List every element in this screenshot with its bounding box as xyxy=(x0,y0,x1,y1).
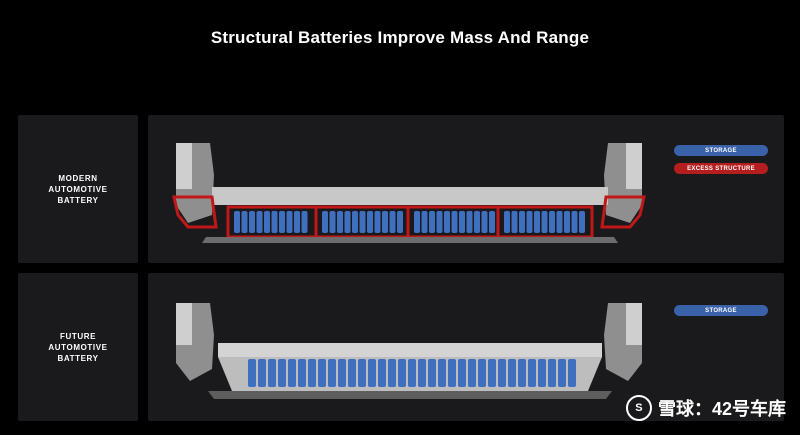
battery-cell xyxy=(468,359,476,387)
battery-cell xyxy=(428,359,436,387)
label-line: AUTOMOTIVE xyxy=(48,342,108,352)
battery-cell xyxy=(579,211,585,233)
battery-cell xyxy=(438,359,446,387)
watermark: S 雪球：42号车库 xyxy=(625,395,786,421)
battery-cell xyxy=(541,211,548,233)
battery-cell xyxy=(278,359,286,387)
future-battery-diagram: STORAGE xyxy=(148,273,784,421)
battery-cell xyxy=(448,359,456,387)
battery-cell xyxy=(359,211,366,233)
battery-cell xyxy=(329,211,336,233)
battery-cell xyxy=(458,359,466,387)
battery-cell xyxy=(556,211,563,233)
battery-cell xyxy=(268,359,276,387)
battery-cell xyxy=(256,211,263,233)
battery-cell xyxy=(378,359,386,387)
watermark-text: 雪球：42号车库 xyxy=(657,399,786,419)
battery-cell xyxy=(518,359,526,387)
battery-cell xyxy=(564,211,570,233)
battery-cell xyxy=(429,211,435,233)
battery-cell xyxy=(248,359,256,387)
battery-cell xyxy=(344,211,351,233)
battery-cell xyxy=(337,211,343,233)
battery-cell xyxy=(478,359,486,387)
row-label-modern: MODERN AUTOMOTIVE BATTERY xyxy=(18,115,138,263)
battery-cell xyxy=(258,359,266,387)
future-battery-cross-section xyxy=(176,303,642,399)
battery-cell xyxy=(481,211,488,233)
label-line: MODERN xyxy=(58,173,98,183)
battery-cell xyxy=(328,359,336,387)
battery-cell xyxy=(534,211,540,233)
battery-cell xyxy=(288,359,296,387)
battery-cell xyxy=(466,211,473,233)
battery-cell xyxy=(504,211,510,233)
battery-cell xyxy=(444,211,450,233)
battery-cell xyxy=(367,211,373,233)
legend-storage: STORAGE xyxy=(674,305,768,316)
battery-cell xyxy=(421,211,428,233)
battery-cell xyxy=(508,359,516,387)
battery-cell xyxy=(294,211,300,233)
battery-cell xyxy=(382,211,388,233)
battery-cell xyxy=(571,211,578,233)
battery-cell xyxy=(318,359,326,387)
battery-cell xyxy=(398,359,406,387)
legend-storage-text: STORAGE xyxy=(705,147,737,154)
battery-cell xyxy=(519,211,525,233)
battery-cell xyxy=(558,359,566,387)
battery-cell xyxy=(286,211,293,233)
battery-cell xyxy=(414,211,420,233)
battery-cell xyxy=(511,211,518,233)
battery-cell xyxy=(352,211,358,233)
legend-excess-structure: EXCESS STRUCTURE xyxy=(674,163,768,174)
battery-cell xyxy=(388,359,396,387)
battery-cell xyxy=(489,211,495,233)
battery-cell xyxy=(279,211,285,233)
battery-cell xyxy=(298,359,306,387)
battery-cell xyxy=(249,211,255,233)
label-line: AUTOMOTIVE xyxy=(48,184,108,194)
battery-cell xyxy=(528,359,536,387)
legend-excess-text: EXCESS STRUCTURE xyxy=(687,165,755,172)
battery-cell xyxy=(264,211,270,233)
modern-battery-diagram: STORAGE EXCESS STRUCTURE xyxy=(148,115,784,263)
battery-cell xyxy=(474,211,480,233)
battery-cell xyxy=(526,211,533,233)
battery-cell xyxy=(271,211,278,233)
battery-cell xyxy=(301,211,308,233)
modern-battery-cross-section xyxy=(172,143,646,243)
battery-cell xyxy=(234,211,240,233)
battery-cell xyxy=(408,359,416,387)
legend-storage-text: STORAGE xyxy=(705,307,737,314)
battery-cell xyxy=(397,211,403,233)
battery-cell xyxy=(389,211,396,233)
battery-cell xyxy=(418,359,426,387)
label-line: FUTURE xyxy=(59,331,97,341)
battery-cell xyxy=(548,359,556,387)
battery-cell xyxy=(308,359,316,387)
battery-cell xyxy=(368,359,376,387)
battery-cell xyxy=(538,359,546,387)
battery-cell xyxy=(488,359,496,387)
xueqiu-logo-icon: S xyxy=(625,395,652,421)
legend-storage: STORAGE xyxy=(674,145,768,156)
battery-cell xyxy=(436,211,443,233)
battery-cell xyxy=(358,359,366,387)
battery-cell xyxy=(241,211,248,233)
battery-cell xyxy=(348,359,356,387)
battery-cell xyxy=(374,211,381,233)
label-line: BATTERY xyxy=(57,353,99,363)
page-title: Structural Batteries Improve Mass And Ra… xyxy=(210,28,590,47)
battery-cell xyxy=(549,211,555,233)
battery-cell xyxy=(322,211,328,233)
battery-cell xyxy=(498,359,506,387)
battery-cell xyxy=(451,211,458,233)
battery-cell xyxy=(338,359,346,387)
battery-cell xyxy=(568,359,576,387)
battery-cell xyxy=(459,211,465,233)
row-label-future: FUTURE AUTOMOTIVE BATTERY xyxy=(18,273,138,421)
label-line: BATTERY xyxy=(57,195,99,205)
